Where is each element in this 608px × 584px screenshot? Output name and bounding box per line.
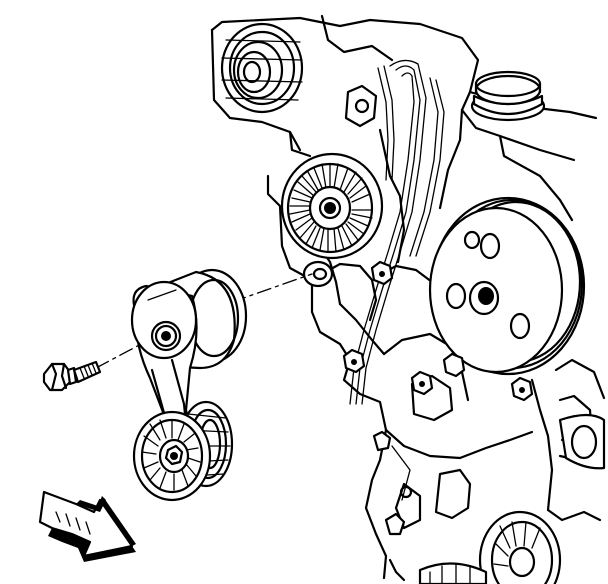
upper-pulley xyxy=(220,22,304,114)
tensioner-bolt xyxy=(42,360,102,392)
upper-idler-pulley xyxy=(280,152,384,260)
power-steering-pulley xyxy=(428,196,586,376)
drive-belt-strand xyxy=(349,59,445,405)
lower-pulleys xyxy=(418,413,606,584)
idler-pulley-ribs xyxy=(289,163,373,253)
tensioner-pulley-ribs xyxy=(141,419,201,491)
tensioner-mounting-boss xyxy=(302,260,334,288)
reservoir-cap xyxy=(470,70,546,122)
direction-arrow-icon xyxy=(38,490,136,562)
engine-bolts xyxy=(342,260,534,582)
belt-tensioner xyxy=(130,268,248,502)
